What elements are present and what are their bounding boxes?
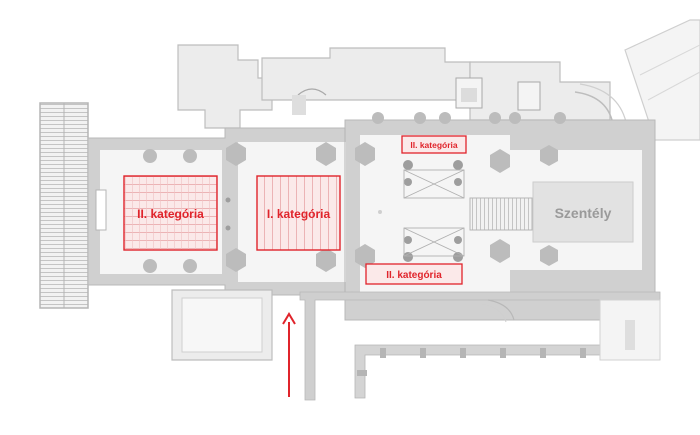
zone-cat2-north[interactable]: II. kategória bbox=[401, 135, 467, 154]
south-curved-steps bbox=[487, 299, 515, 321]
sanctuary: Szentély bbox=[532, 181, 634, 243]
sanctuary-area bbox=[532, 181, 634, 243]
zone-cat2-south-label: II. kategória bbox=[386, 270, 442, 281]
zone-cat2-west[interactable]: II. kategória bbox=[123, 175, 218, 251]
zone-cat1[interactable]: I. kategória bbox=[256, 175, 341, 251]
piers bbox=[143, 112, 566, 273]
outbuilding-north bbox=[261, 47, 471, 101]
zone-cat2-south[interactable]: II. kategória bbox=[365, 263, 463, 285]
entrance-arrow-head bbox=[282, 312, 296, 325]
building-outline bbox=[39, 19, 700, 401]
zone-cat2-west-label: II. kategória bbox=[137, 207, 204, 221]
cloister bbox=[354, 344, 601, 399]
entrance-arrow bbox=[282, 312, 296, 397]
cloister-piers bbox=[357, 348, 586, 376]
chancel-steps bbox=[469, 197, 533, 231]
south-courtyard-wall bbox=[299, 291, 661, 401]
apse-curve-outer bbox=[579, 83, 627, 123]
zone-cat2-north-label: II. kategória bbox=[410, 140, 458, 150]
zone-cat1-label: I. kategória bbox=[267, 207, 331, 221]
sanctuary-label: Szentély bbox=[555, 205, 612, 221]
outbuilding-northwest bbox=[177, 44, 273, 129]
transept-drums bbox=[403, 160, 463, 262]
transept-crossings bbox=[403, 169, 465, 257]
apse-curve bbox=[574, 91, 613, 121]
